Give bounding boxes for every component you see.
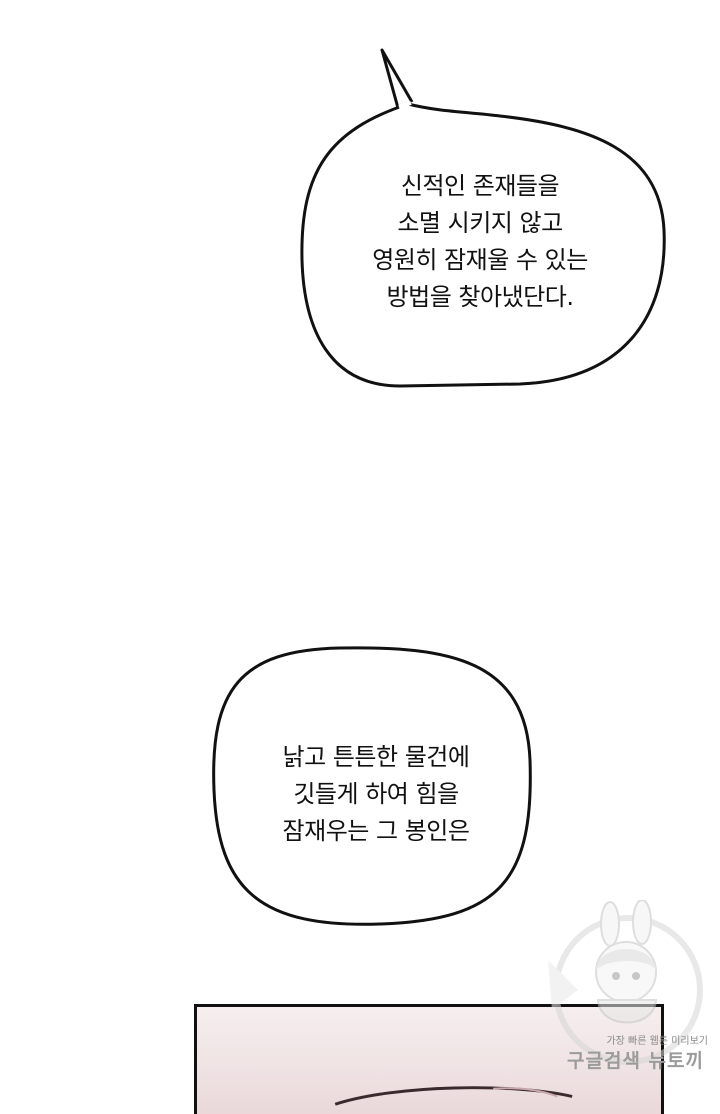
speech-bubble-2-text: 낡고 튼튼한 물건에 깃들게 하여 힘을 잠재우는 그 봉인은 — [236, 739, 516, 850]
speech-bubble-2 — [212, 646, 532, 926]
speech-bubble-1-text: 신적인 존재들을 소멸 시키지 않고 영원히 잠재울 수 있는 방법을 찾아냈단… — [330, 168, 630, 316]
watermark-caption: 가장 빠른 웹툰 미리보기 — [606, 1036, 708, 1047]
bubble-1-line-1: 신적인 존재들을 — [400, 172, 560, 200]
speech-bubble-1 — [300, 102, 666, 388]
bubble-2-line-3: 잠재우는 그 봉인은 — [282, 817, 470, 845]
bubble-1-line-3: 영원히 잠재울 수 있는 — [372, 246, 588, 274]
bubble-2-line-2: 깃들게 하여 힘을 — [293, 780, 459, 808]
rabbit-mascot-watermark — [548, 900, 703, 1065]
bubble-1-line-4: 방법을 찾아냈단다. — [386, 283, 574, 311]
bubble-1-line-2: 소멸 시키지 않고 — [397, 209, 563, 237]
watermark-title: 구글검색 뉴토끼 — [567, 1050, 704, 1072]
bubble-2-line-1: 낡고 튼튼한 물건에 — [282, 743, 470, 771]
speech-bubble-1-tail — [380, 48, 414, 109]
